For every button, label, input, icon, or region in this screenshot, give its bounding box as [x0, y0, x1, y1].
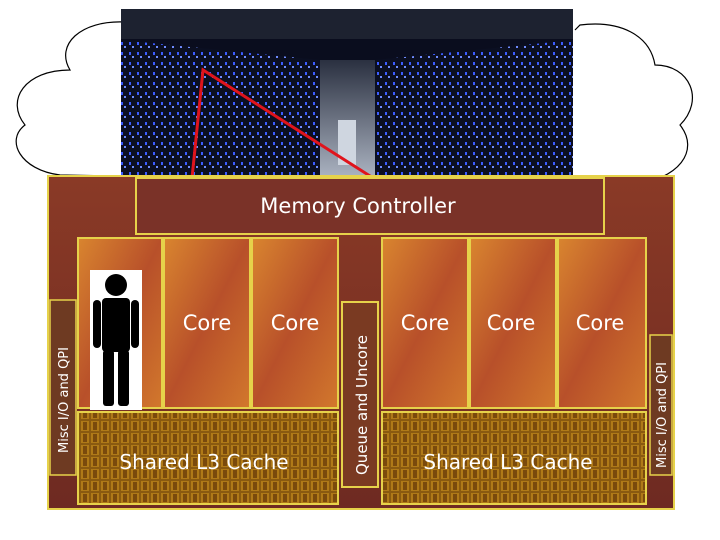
l3-cache-right-label: Shared L3 Cache	[423, 450, 592, 474]
l3-cache-left-label: Shared L3 Cache	[119, 450, 288, 474]
core-label: Core	[271, 311, 320, 335]
core-label: Core	[487, 311, 536, 335]
queue-uncore-label: Queue and Uncore	[353, 335, 371, 475]
core-label: Core	[576, 311, 625, 335]
cpu-die: Memory Controller Misc I/O and QPI Misc …	[48, 176, 674, 509]
person-icon	[90, 270, 142, 410]
core-label: Core	[401, 311, 450, 335]
misc-io-left-label: Misc I/O and QPI	[57, 347, 72, 453]
memory-controller-label: Memory Controller	[260, 194, 456, 218]
core-label: Core	[183, 311, 232, 335]
misc-io-right-label: Misc I/O and QPI	[655, 362, 670, 468]
